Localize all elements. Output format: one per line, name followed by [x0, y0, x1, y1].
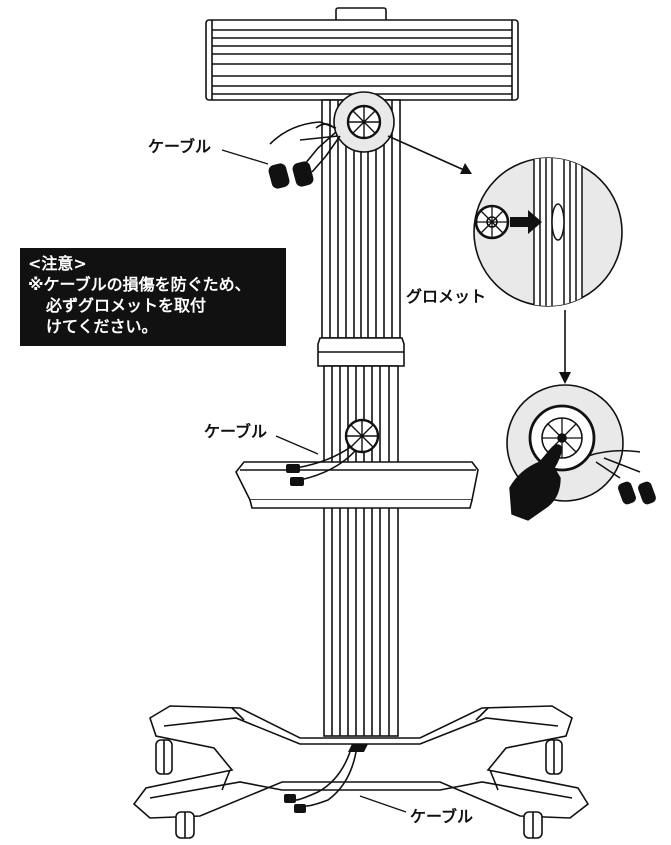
- caster-back-right: [545, 739, 563, 775]
- plugs-top: [268, 161, 314, 189]
- base: [132, 705, 590, 819]
- caster-front-left: [175, 811, 195, 839]
- base-logo: [348, 744, 368, 752]
- leader-cable-bottom: [359, 795, 407, 813]
- notice-line-2: 必ずグロメットを取付: [46, 296, 207, 315]
- detail-circle-small: [506, 384, 656, 521]
- grommet-middle: [295, 418, 380, 481]
- arrow-down-detail: [559, 310, 571, 384]
- notice-line-3: けてください。: [46, 317, 158, 336]
- hand-press: [509, 444, 563, 521]
- insert-arrow: [510, 210, 542, 234]
- plugs-detail: [618, 481, 656, 505]
- grommet-detail: [474, 204, 510, 240]
- label-grommet: グロメット: [406, 287, 487, 306]
- leader-cable-top: [221, 149, 269, 165]
- caster-front-right: [523, 811, 543, 839]
- notice-line-1: ※ケーブルの損傷を防ぐため、: [28, 275, 251, 294]
- label-cable-top: ケーブル: [148, 137, 212, 156]
- label-cable-middle: ケーブル: [204, 422, 268, 441]
- leader-cable-middle: [275, 435, 319, 455]
- cable-bottom: [295, 751, 357, 807]
- plugs-middle: [286, 464, 304, 486]
- detail-circle-large: [473, 157, 623, 307]
- caster-back-left: [155, 739, 173, 775]
- notice-box: <注意> ※ケーブルの損傷を防ぐため、 必ずグロメットを取付 けてください。: [20, 248, 286, 346]
- label-cable-bottom: ケーブル: [410, 807, 474, 826]
- grommet-upper: [333, 91, 395, 153]
- notice-title: <注意>: [28, 254, 87, 273]
- plugs-bottom: [284, 794, 306, 813]
- shelf: [235, 461, 479, 501]
- arrow-to-detail: [387, 135, 472, 174]
- hand-cable: [587, 449, 641, 479]
- head-bar: [205, 19, 519, 101]
